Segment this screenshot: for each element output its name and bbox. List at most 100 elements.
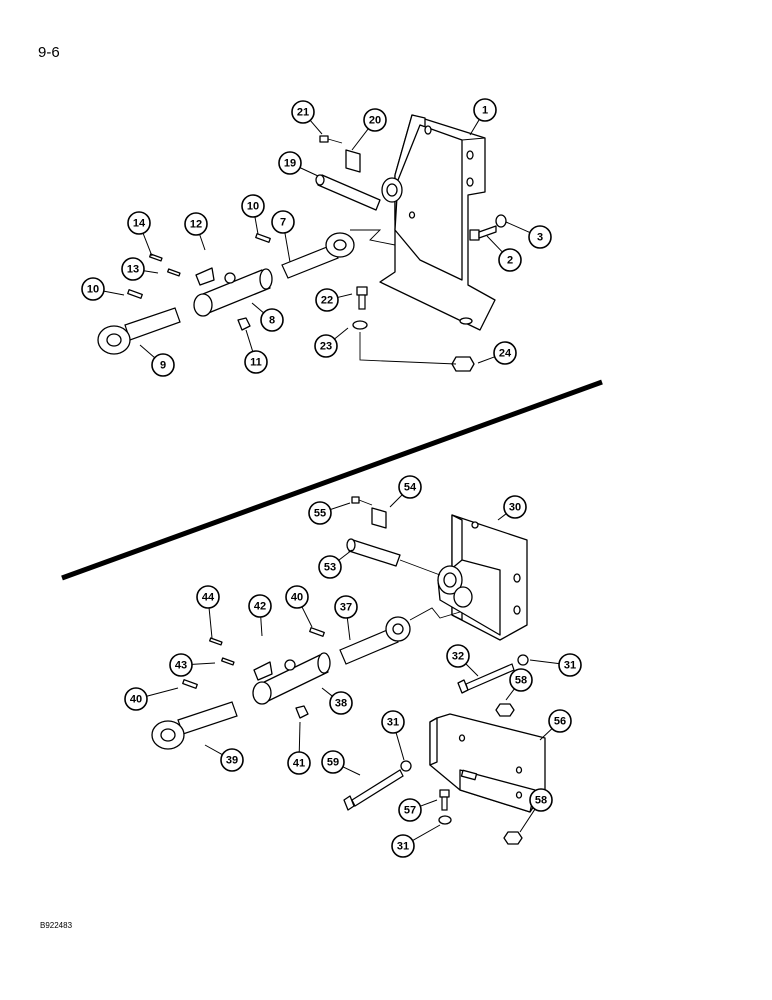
callout-label: 23 — [320, 341, 332, 353]
callout-circle — [529, 788, 553, 812]
callout-circle — [503, 495, 527, 519]
nut-part-58-lower — [503, 831, 523, 845]
callout-leader — [103, 290, 125, 296]
callout-circle — [248, 594, 272, 618]
callout-label: 40 — [130, 694, 142, 706]
washer-part-31-upper — [517, 654, 529, 666]
callout-label: 3 — [537, 232, 543, 244]
callout-circle — [498, 248, 522, 272]
page-number: 9-6 — [38, 44, 60, 61]
bracket-part-1 — [379, 114, 496, 331]
callout-circle — [287, 751, 311, 775]
callout-circle — [548, 709, 572, 733]
callout-label: 38 — [335, 698, 347, 710]
callout-leader — [299, 167, 319, 177]
callout-circle — [446, 644, 470, 668]
callout-24: 24 — [477, 341, 517, 365]
callout-circle — [127, 211, 151, 235]
callout-label: 12 — [190, 219, 202, 231]
callout-leader — [477, 356, 495, 364]
callout-circle — [121, 257, 145, 281]
callout-circle — [493, 341, 517, 365]
callout-circle — [329, 691, 353, 715]
callout-label: 22 — [321, 295, 333, 307]
callout-label: 8 — [269, 315, 275, 327]
callout-layer: 1237891010111213141920212223243031313132… — [81, 98, 582, 858]
callout-label: 56 — [554, 716, 566, 728]
callout-37: 37 — [334, 595, 358, 641]
callout-circle — [558, 653, 582, 677]
callout-circle — [278, 151, 302, 175]
washer-part-3 — [495, 214, 507, 228]
callout-13: 13 — [121, 257, 159, 281]
callout-11: 11 — [244, 329, 268, 374]
callout-label: 10 — [87, 284, 99, 296]
callout-23: 23 — [314, 327, 349, 358]
callout-circle — [391, 834, 415, 858]
callout-label: 43 — [175, 660, 187, 672]
callout-40: 40 — [285, 585, 313, 628]
callout-leader — [309, 119, 323, 135]
callout-circle — [363, 108, 387, 132]
callout-circle — [285, 585, 309, 609]
callout-label: 7 — [280, 217, 286, 229]
callout-leader — [251, 302, 264, 314]
callout-leader — [342, 766, 361, 776]
callout-leader — [143, 270, 159, 274]
callout-label: 58 — [535, 795, 547, 807]
pin-part-19 — [315, 174, 381, 211]
callout-circle — [124, 687, 148, 711]
callout-21: 21 — [291, 100, 323, 135]
callout-label: 1 — [482, 105, 488, 117]
callout-55: 55 — [308, 501, 351, 525]
callout-38: 38 — [321, 687, 353, 715]
callout-circle — [196, 585, 220, 609]
callout-43: 43 — [169, 653, 216, 677]
callout-circle — [169, 653, 193, 677]
washer-part-31-middle — [400, 760, 412, 772]
rod-end-part-7 — [281, 232, 355, 279]
rod-end-part-39 — [151, 701, 238, 750]
nut-part-58-upper — [495, 703, 515, 717]
callout-leader — [486, 235, 503, 253]
callout-leader — [465, 663, 479, 677]
nut-part-41 — [295, 705, 309, 719]
callout-label: 9 — [160, 360, 166, 372]
callout-7: 7 — [271, 210, 295, 263]
callout-circle — [308, 501, 332, 525]
callout-label: 31 — [387, 717, 399, 729]
callout-leader — [338, 549, 353, 561]
callout-circle — [271, 210, 295, 234]
callout-circle — [321, 750, 345, 774]
callout-circle — [398, 798, 422, 822]
callout-14: 14 — [127, 211, 153, 257]
callout-31: 31 — [529, 653, 582, 677]
bolt-part-32 — [457, 663, 515, 694]
callout-label: 57 — [404, 805, 416, 817]
callout-leader — [142, 233, 153, 257]
bolt-part-2 — [469, 225, 497, 241]
callout-label: 44 — [202, 592, 215, 604]
callout-leader — [204, 744, 223, 756]
callout-label: 32 — [452, 651, 464, 663]
bolt-part-21 — [319, 135, 343, 144]
callout-label: 58 — [515, 675, 527, 687]
pin-part-10-right — [255, 233, 271, 243]
callout-31: 31 — [391, 824, 441, 858]
callout-label: 30 — [509, 502, 521, 514]
callout-9: 9 — [139, 344, 175, 377]
callout-58: 58 — [505, 668, 533, 701]
washer-part-31-lower — [438, 815, 452, 825]
callout-label: 2 — [507, 255, 513, 267]
barrel-part-8 — [193, 268, 273, 317]
bolt-part-59 — [343, 769, 404, 811]
callout-32: 32 — [446, 644, 479, 677]
callout-58: 58 — [519, 788, 553, 833]
callout-circle — [509, 668, 533, 692]
top-assembly — [97, 114, 507, 372]
callout-1: 1 — [469, 98, 497, 136]
callout-circle — [244, 350, 268, 374]
callout-leader — [412, 824, 441, 842]
callout-54: 54 — [389, 475, 422, 508]
